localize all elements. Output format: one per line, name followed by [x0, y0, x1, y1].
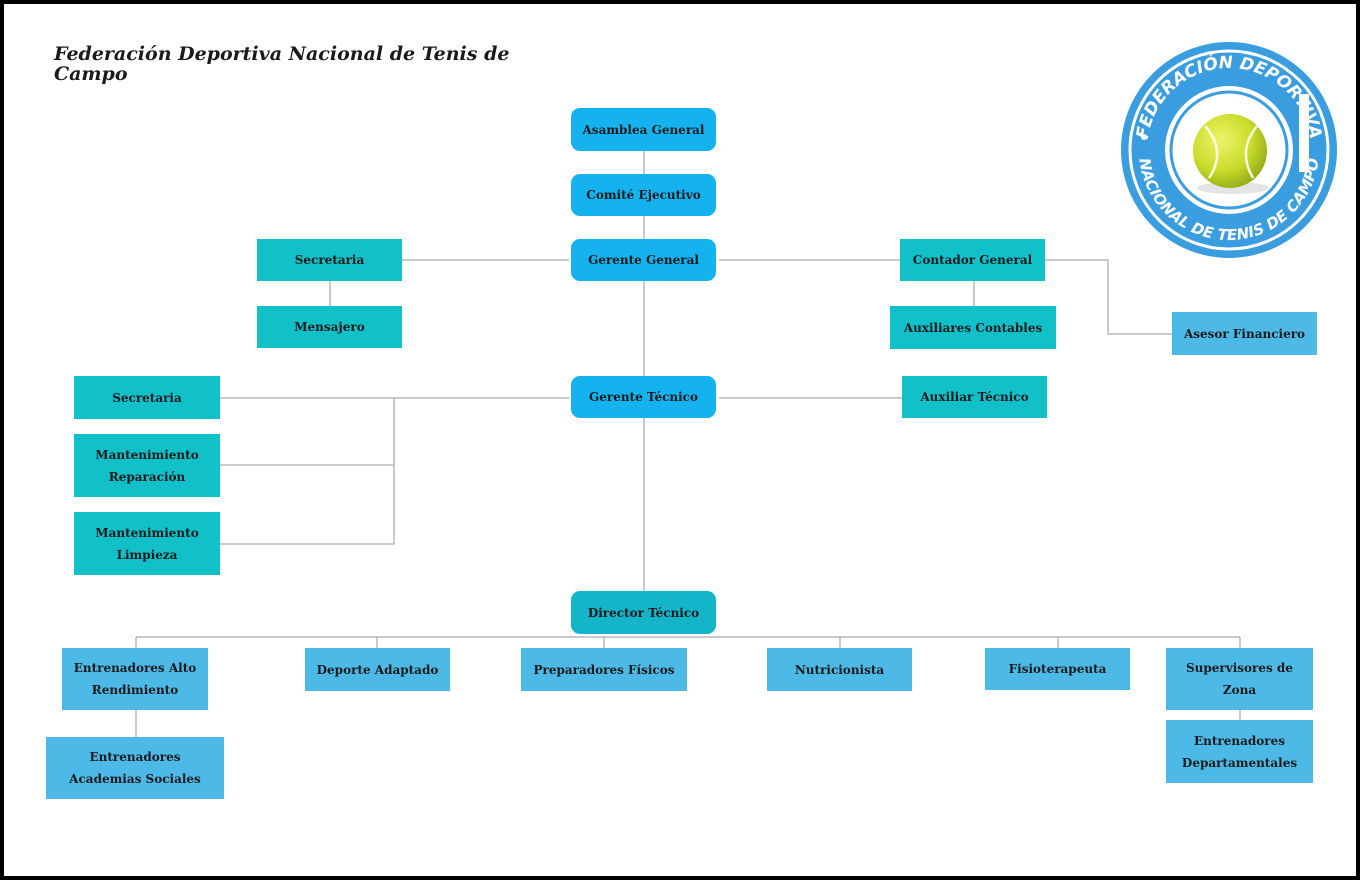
chart-title: Federación Deportiva Nacional de Tenis d…: [54, 43, 510, 85]
connector-contador-asesor: [1045, 259, 1172, 335]
node-entrenadores-alto-rendimiento: Entrenadores Alto Rendimiento: [62, 648, 208, 710]
node-director-tecnico: Director Técnico: [571, 591, 716, 634]
node-mensajero: Mensajero: [257, 306, 402, 348]
node-auxiliares-contables: Auxiliares Contables: [890, 306, 1056, 349]
org-chart-canvas: Federación Deportiva Nacional de Tenis d…: [4, 4, 1356, 876]
node-gerente-tecnico: Gerente Técnico: [571, 376, 716, 418]
connector-gt-mantenimiento-bus: [220, 398, 395, 545]
node-fisioterapeuta: Fisioterapeuta: [985, 648, 1130, 690]
connector-lines: [135, 151, 1241, 737]
node-entrenadores-academias-sociales: Entrenadores Academias Sociales: [46, 737, 224, 799]
node-comite-ejecutivo: Comité Ejecutivo: [571, 174, 716, 216]
node-contador-general: Contador General: [900, 239, 1045, 281]
node-nutricionista: Nutricionista: [767, 648, 912, 691]
node-preparadores-fisicos: Preparadores Físicos: [521, 648, 687, 691]
node-mantenimiento-reparacion: Mantenimiento Reparación: [74, 434, 220, 497]
node-secretaria-general: Secretaria: [257, 239, 402, 281]
node-asesor-financiero: Asesor Financiero: [1172, 312, 1317, 355]
node-secretaria-tecnica: Secretaria: [74, 376, 220, 419]
node-asamblea-general: Asamblea General: [571, 108, 716, 151]
node-entrenadores-departamentales: Entrenadores Departamentales: [1166, 720, 1313, 783]
node-mantenimiento-limpieza: Mantenimiento Limpieza: [74, 512, 220, 575]
node-supervisores-de-zona: Supervisores de Zona: [1166, 648, 1313, 710]
node-auxiliar-tecnico: Auxiliar Técnico: [902, 376, 1047, 418]
tennis-ball-icon: [1193, 114, 1267, 188]
node-gerente-general: Gerente General: [571, 239, 716, 281]
federation-logo: FEDERACIÓN DEPORTIVA NACIONAL DE TENIS D…: [1121, 42, 1337, 258]
node-deporte-adaptado: Deporte Adaptado: [305, 648, 450, 691]
